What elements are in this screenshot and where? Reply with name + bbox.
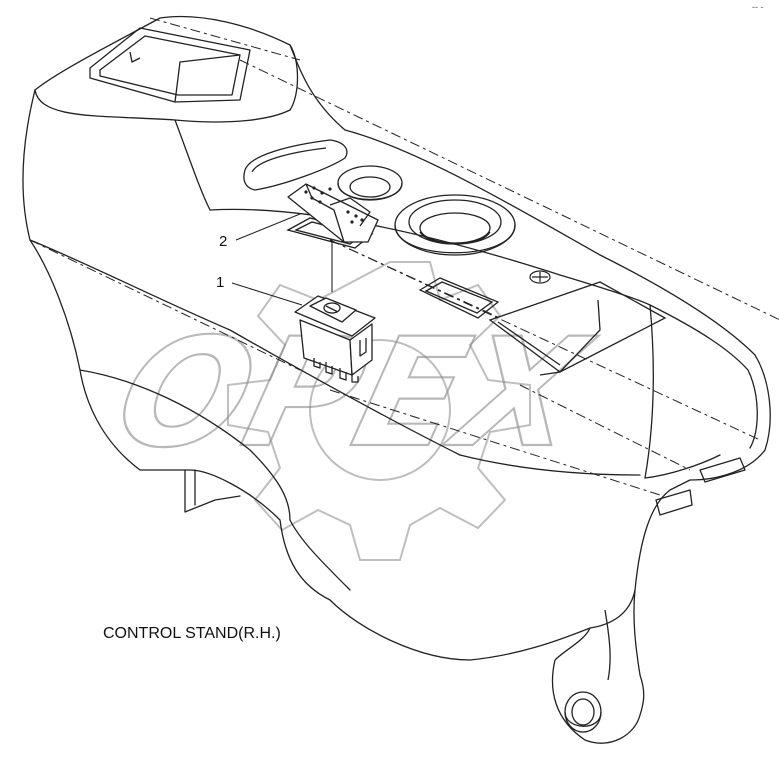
control-stand-body xyxy=(22,15,771,661)
drawing-caption: CONTROL STAND(R.H.) xyxy=(103,625,281,642)
callout-1-label: 1 xyxy=(216,274,224,291)
mount-hole xyxy=(529,270,551,284)
rect-cutout xyxy=(418,277,500,319)
corner-mark: -- - xyxy=(752,2,764,12)
upper-slot xyxy=(243,139,348,191)
upper-recess xyxy=(89,27,251,103)
watermark-gear xyxy=(227,261,531,561)
callout-leaders xyxy=(231,213,303,306)
callout-2-label: 2 xyxy=(219,233,227,250)
part-2-switch-cover xyxy=(287,183,379,243)
callout-2-leader xyxy=(235,213,301,241)
large-round-socket xyxy=(394,194,516,256)
right-panel-opening xyxy=(488,281,667,376)
part-1-rocker-switch xyxy=(294,295,376,383)
pivot-bracket xyxy=(551,589,645,744)
small-round-socket xyxy=(337,165,403,201)
callout-1-leader xyxy=(231,282,303,306)
dashed-centerlines xyxy=(29,17,779,496)
